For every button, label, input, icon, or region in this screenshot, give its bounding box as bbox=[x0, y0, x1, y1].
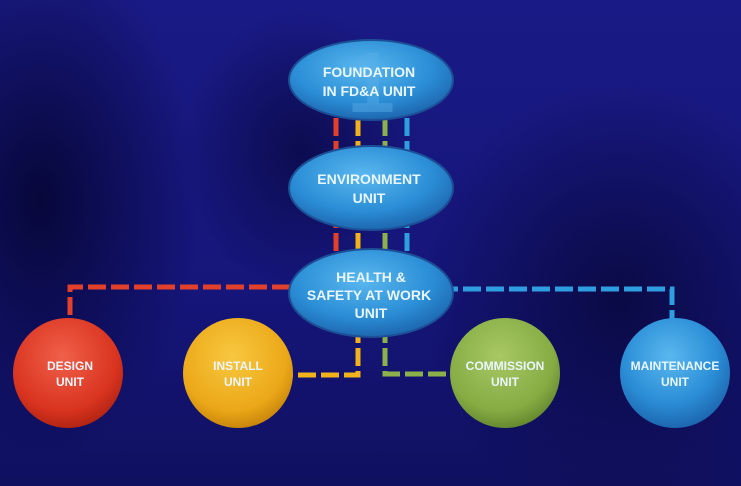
maintenance-label-1: MAINTENANCE bbox=[631, 359, 720, 373]
install-label-2: UNIT bbox=[224, 375, 253, 389]
install-label-1: INSTALL bbox=[213, 359, 263, 373]
foundation-label-1: FOUNDATION bbox=[323, 64, 415, 80]
foundation-label-2: IN FD&A UNIT bbox=[323, 83, 416, 99]
health-label-2: SAFETY AT WORK bbox=[307, 287, 431, 303]
health-label-1: HEALTH & bbox=[336, 269, 406, 285]
node-environment[interactable]: ENVIRONMENT UNIT bbox=[288, 145, 454, 231]
node-commission[interactable]: COMMISSION UNIT bbox=[450, 318, 560, 428]
node-health-safety[interactable]: HEALTH & SAFETY AT WORK UNIT bbox=[288, 248, 454, 338]
maintenance-label-2: UNIT bbox=[661, 375, 690, 389]
design-label-2: UNIT bbox=[56, 375, 85, 389]
health-label-3: UNIT bbox=[355, 305, 388, 321]
node-design[interactable]: DESIGN UNIT bbox=[13, 318, 123, 428]
design-label-1: DESIGN bbox=[47, 359, 93, 373]
environment-label-1: ENVIRONMENT bbox=[317, 171, 421, 187]
node-maintenance[interactable]: MAINTENANCE UNIT bbox=[620, 318, 730, 428]
commission-label-1: COMMISSION bbox=[466, 359, 545, 373]
environment-label-2: UNIT bbox=[353, 190, 386, 206]
watermark-number: 1 bbox=[347, 35, 395, 131]
commission-label-2: UNIT bbox=[491, 375, 520, 389]
node-install[interactable]: INSTALL UNIT bbox=[183, 318, 293, 428]
node-foundation[interactable]: 1 FOUNDATION IN FD&A UNIT bbox=[288, 35, 454, 131]
